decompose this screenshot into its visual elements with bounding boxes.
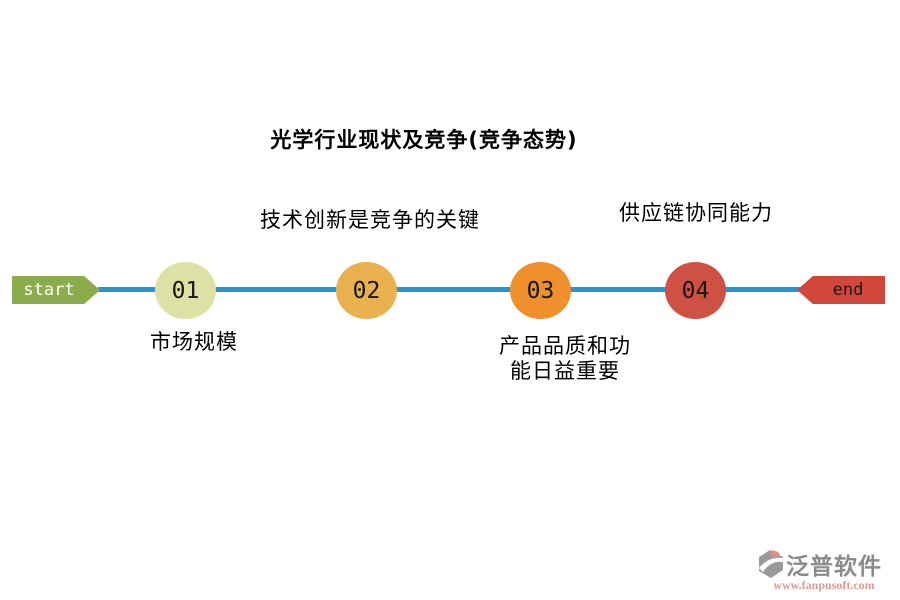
step-circle-3: 03 (510, 262, 571, 319)
fanpu-logo-icon (756, 549, 786, 579)
start-banner-label: start (23, 280, 75, 300)
step-number-1: 01 (171, 277, 200, 304)
step-number-3: 03 (526, 277, 555, 304)
step-circle-4: 04 (665, 262, 726, 319)
end-banner-label: end (832, 280, 864, 300)
step-circle-1: 01 (155, 262, 216, 319)
brand-name: 泛普软件 (786, 554, 882, 580)
step-circle-2: 02 (336, 262, 397, 319)
step-number-2: 02 (352, 277, 381, 304)
start-banner: start (12, 276, 100, 304)
step-number-4: 04 (681, 277, 710, 304)
timeline-line (98, 287, 800, 292)
step-label-4: 供应链协同能力 (619, 201, 773, 225)
end-banner: end (797, 276, 885, 304)
step-label-3: 产品品质和功能日益重要 (499, 334, 631, 383)
brand-url: www.fanpusoft.com (773, 578, 875, 592)
diagram-title: 光学行业现状及竞争(竞争态势) (270, 128, 578, 152)
step-label-1: 市场规模 (150, 330, 238, 354)
step-label-2: 技术创新是竞争的关键 (260, 208, 480, 232)
watermark: 泛普软件 www.fanpusoft.com (756, 547, 892, 593)
